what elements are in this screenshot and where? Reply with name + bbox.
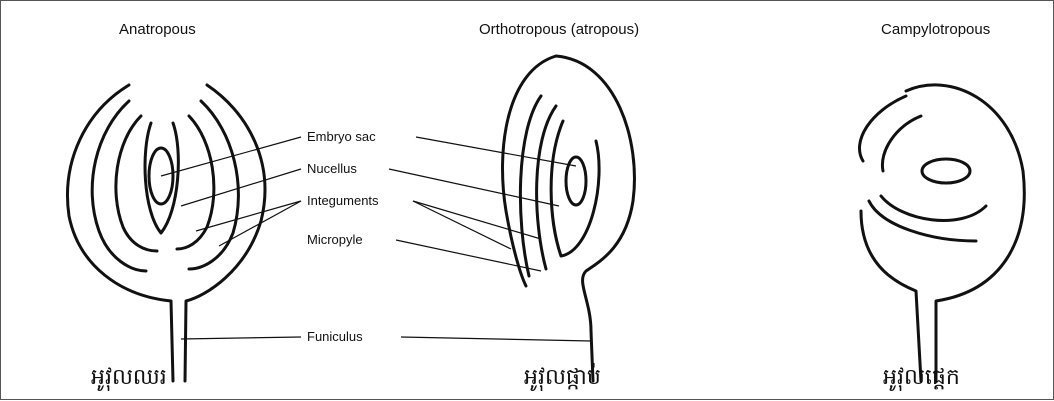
campylotropous-nucellus bbox=[881, 196, 986, 220]
orthotropous-integument-2 bbox=[537, 106, 556, 269]
campylotropous-outer-wall bbox=[861, 85, 1024, 381]
khmer-label-orthotropous: អូវុលផ្កាប់ bbox=[524, 363, 601, 395]
leader-funiculus-right bbox=[401, 337, 591, 341]
campylotropous-lower-integument bbox=[869, 201, 976, 241]
leader-integuments-left-2 bbox=[219, 201, 301, 246]
orthotropous-ovule bbox=[503, 56, 635, 381]
title-orthotropous: Orthotropous (atropous) bbox=[479, 21, 639, 38]
leader-nucellus-right bbox=[389, 169, 559, 206]
label-funiculus: Funiculus bbox=[307, 329, 363, 344]
leader-funiculus-left bbox=[181, 337, 301, 339]
title-campylotropous: Campylotropous bbox=[881, 21, 990, 38]
leader-micropyle bbox=[396, 240, 541, 271]
anatropous-ovule bbox=[68, 85, 265, 381]
label-micropyle: Micropyle bbox=[307, 232, 363, 247]
label-embryo-sac: Embryo sac bbox=[307, 129, 376, 144]
orthotropous-nucellus bbox=[551, 121, 599, 256]
khmer-label-campylotropous: អូវុលផ្តេក bbox=[883, 363, 960, 395]
title-anatropous: Anatropous bbox=[119, 21, 196, 38]
khmer-label-anatropous: អូវុលឈរ bbox=[91, 363, 167, 395]
anatropous-outer-integument-left bbox=[68, 85, 173, 381]
leader-integuments-right-1 bbox=[413, 201, 511, 249]
label-integuments: Integuments bbox=[307, 193, 379, 208]
campylotropous-integument-2 bbox=[882, 116, 921, 171]
leader-embryo-sac-right bbox=[416, 137, 576, 166]
campylotropous-embryo-sac bbox=[922, 159, 970, 183]
anatropous-right-inner-2 bbox=[177, 116, 214, 249]
leader-nucellus-left bbox=[181, 169, 301, 206]
leader-lines bbox=[161, 137, 591, 341]
label-nucellus: Nucellus bbox=[307, 161, 357, 176]
anatropous-outer-integument-right bbox=[185, 85, 265, 381]
leader-embryo-sac-left bbox=[161, 137, 301, 176]
campylotropous-ovule bbox=[860, 85, 1025, 381]
